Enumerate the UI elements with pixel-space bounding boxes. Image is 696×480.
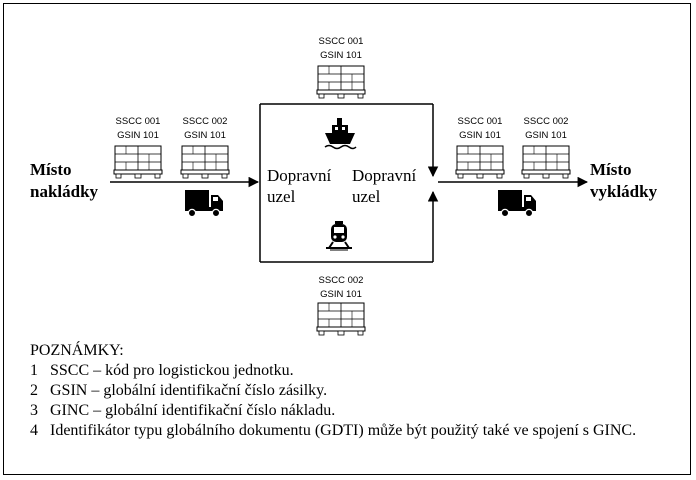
note-number: 2 xyxy=(30,382,38,399)
hub-right-line2: uzel xyxy=(352,187,381,206)
pallet-top-gsin: GSIN 101 xyxy=(320,50,362,61)
note-number: 1 xyxy=(30,362,38,379)
pallet-dest2-gsin: GSIN 101 xyxy=(525,130,567,141)
truck-icon xyxy=(497,189,537,218)
truck-icon xyxy=(184,189,224,218)
pallet-bottom-icon xyxy=(316,302,366,336)
note-text: SSCC – kód pro logistickou jednotku. xyxy=(50,362,294,379)
origin-label-line2: nakládky xyxy=(30,182,99,201)
pallet-origin1-gsin: GSIN 101 xyxy=(117,130,159,141)
note-text: GSIN – globální identifikační číslo zási… xyxy=(50,382,328,399)
note-text: GINC – globální identifikační číslo nákl… xyxy=(50,402,336,419)
ship-icon xyxy=(324,118,357,150)
note-item: 4 Identifikátor typu globálního dokument… xyxy=(30,421,670,441)
pallet-origin1-sscc: SSCC 001 xyxy=(116,116,161,127)
pallet-dest2-icon xyxy=(521,145,571,179)
pallet-origin2-sscc: SSCC 002 xyxy=(183,116,228,127)
note-item: 3 GINC – globální identifikační číslo ná… xyxy=(30,401,670,421)
train-icon xyxy=(326,221,352,251)
destination-label-line1: Místo xyxy=(590,160,632,179)
hub-right-line1: Dopravní xyxy=(352,166,416,185)
pallet-bottom-sscc: SSCC 002 xyxy=(319,275,364,286)
pallet-dest1-gsin: GSIN 101 xyxy=(459,130,501,141)
note-item: 1 SSCC – kód pro logistickou jednotku. xyxy=(30,361,670,381)
notes-title: POZNÁMKY: xyxy=(30,342,124,359)
note-item: 2 GSIN – globální identifikační číslo zá… xyxy=(30,381,670,401)
pallet-dest1-icon xyxy=(455,145,505,179)
pallet-origin2-icon xyxy=(180,145,230,179)
notes-section: POZNÁMKY: 1 SSCC – kód pro logistickou j… xyxy=(30,341,670,441)
hub-left-line1: Dopravní xyxy=(267,166,331,185)
pallet-bottom-gsin: GSIN 101 xyxy=(320,289,362,300)
destination-label-line2: vykládky xyxy=(590,182,658,201)
pallet-top-sscc: SSCC 001 xyxy=(319,36,364,47)
origin-label-line1: Místo xyxy=(30,160,72,179)
note-text: Identifikátor typu globálního dokumentu … xyxy=(50,422,637,439)
pallet-dest1-sscc: SSCC 001 xyxy=(458,116,503,127)
pallet-dest2-sscc: SSCC 002 xyxy=(524,116,569,127)
hub-left-line2: uzel xyxy=(267,187,296,206)
note-number: 3 xyxy=(30,402,38,419)
note-number: 4 xyxy=(30,422,38,439)
pallet-top-icon xyxy=(316,65,366,99)
pallet-origin1-icon xyxy=(113,145,163,179)
pallet-origin2-gsin: GSIN 101 xyxy=(184,130,226,141)
